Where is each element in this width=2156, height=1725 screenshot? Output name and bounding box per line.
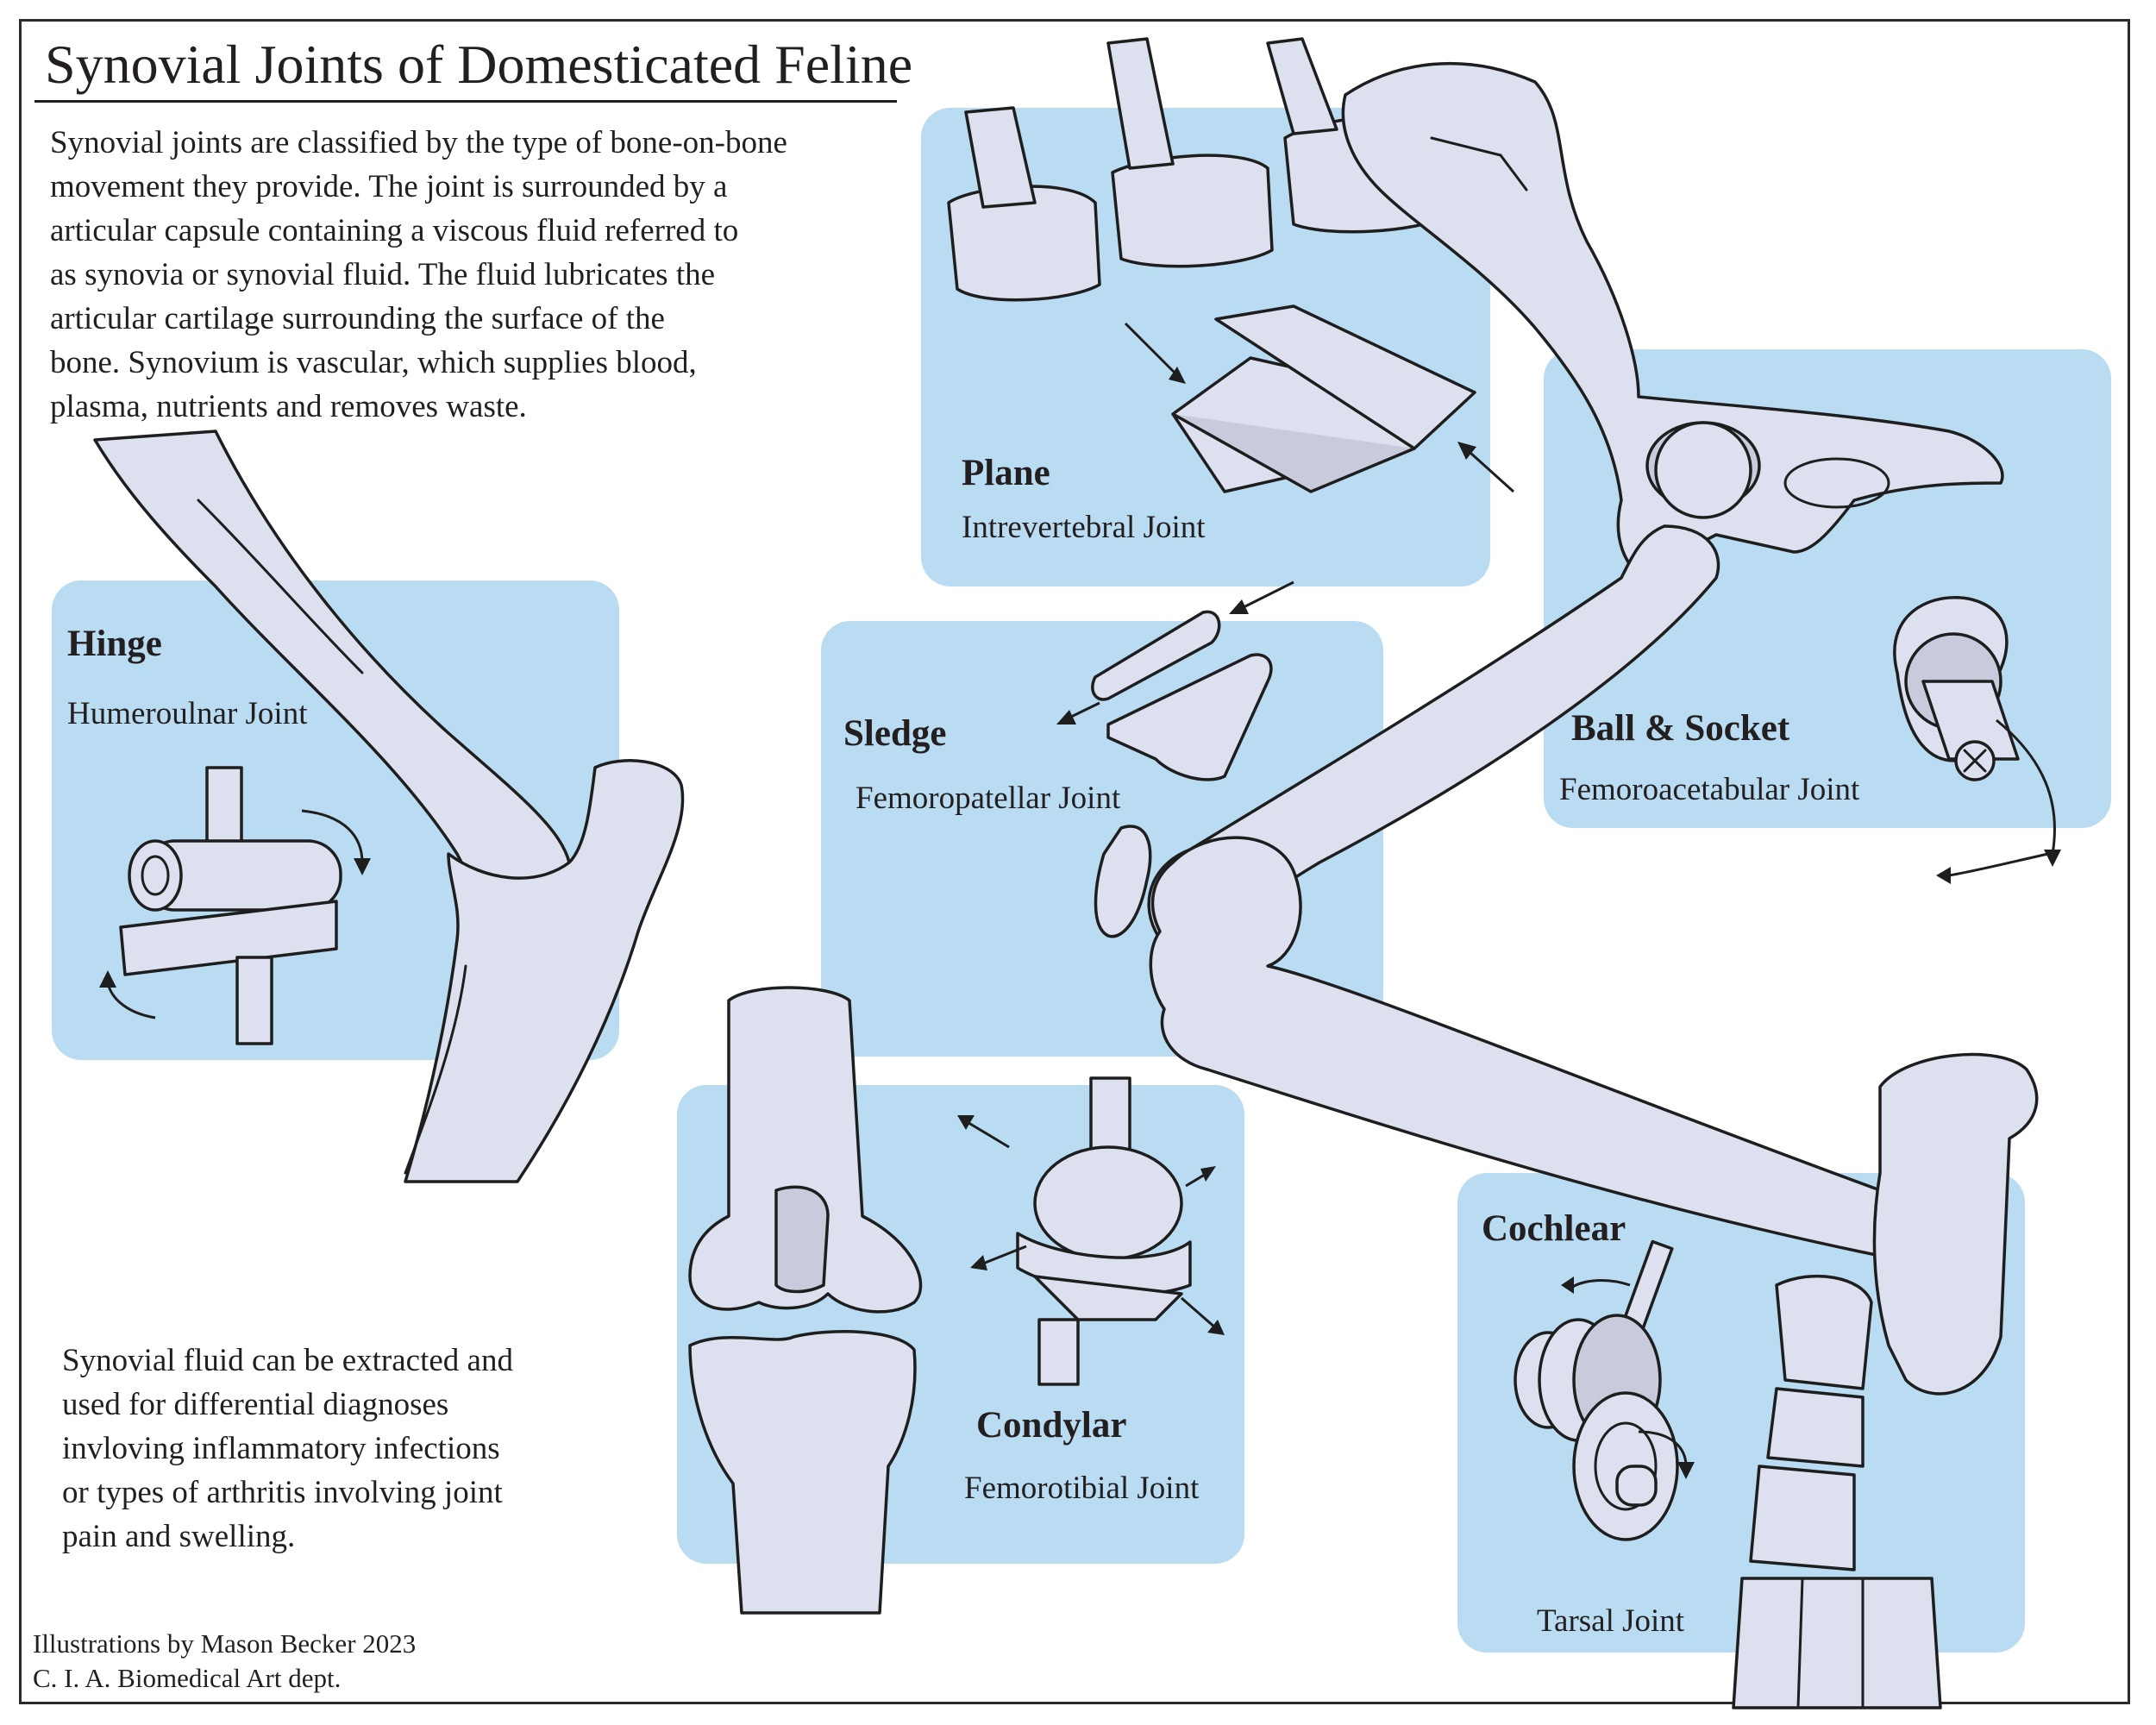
footnote-line: used for differential diagnoses bbox=[62, 1387, 449, 1422]
intro-line: Synovial joints are classified by the ty… bbox=[50, 125, 787, 160]
sledge-model-illustration bbox=[1056, 580, 1294, 781]
intro-line: movement they provide. The joint is surr… bbox=[50, 169, 728, 204]
footnote-line: or types of arthritis involving joint bbox=[62, 1475, 503, 1510]
hinge-joint-name: Humeroulnar Joint bbox=[67, 696, 308, 731]
humerus-bone-illustration bbox=[93, 430, 573, 913]
cochlear-type-label: Cochlear bbox=[1482, 1208, 1626, 1249]
plane-model-illustration bbox=[1124, 304, 1515, 493]
condylar-joint-name: Femorotibial Joint bbox=[964, 1471, 1200, 1506]
condylar-type-label: Condylar bbox=[976, 1405, 1127, 1446]
ball-socket-model-illustration bbox=[1893, 596, 2061, 884]
patella-illustration bbox=[1094, 825, 1152, 938]
plane-type-label: Plane bbox=[962, 453, 1050, 493]
ulna-radius-bone-illustration bbox=[404, 759, 685, 1183]
condylar-femur-illustration bbox=[688, 986, 923, 1314]
illustrator-credit: Illustrations by Mason Becker 2023 bbox=[33, 1628, 417, 1659]
cochlear-model-illustration bbox=[1514, 1239, 1695, 1541]
intro-line: plasma, nutrients and removes waste. bbox=[50, 389, 527, 424]
footnote-line: Synovial fluid can be extracted and bbox=[62, 1343, 513, 1378]
cochlear-joint-name: Tarsal Joint bbox=[1537, 1603, 1685, 1639]
title-underline bbox=[34, 100, 897, 103]
hinge-model-illustration bbox=[99, 766, 371, 1045]
intro-line: articular cartilage surrounding the surf… bbox=[50, 301, 665, 336]
hinge-type-label: Hinge bbox=[67, 624, 162, 664]
tarsal-bones-illustration bbox=[1732, 1052, 2039, 1709]
footnote-line: pain and swelling. bbox=[62, 1519, 296, 1554]
condylar-tibia-illustration bbox=[688, 1330, 917, 1615]
intro-line: bone. Synovium is vascular, which suppli… bbox=[50, 345, 697, 380]
page-title: Synovial Joints of Domesticated Feline bbox=[45, 34, 913, 95]
footnote-line: invloving inflammatory infections bbox=[62, 1431, 500, 1466]
intro-line: articular capsule containing a viscous f… bbox=[50, 213, 739, 248]
femur-illustration bbox=[1147, 421, 1752, 964]
department-credit: C. I. A. Biomedical Art dept. bbox=[33, 1663, 342, 1693]
intro-line: as synovia or synovial fluid. The fluid … bbox=[50, 257, 716, 292]
knee-tibia-illustration bbox=[1149, 836, 1915, 1261]
ball-socket-type-label: Ball & Socket bbox=[1571, 708, 1790, 749]
page-border bbox=[19, 19, 2130, 1704]
ball-socket-joint-name: Femoroacetabular Joint bbox=[1559, 772, 1860, 807]
sledge-joint-name: Femoropatellar Joint bbox=[856, 781, 1121, 816]
condylar-model-illustration bbox=[957, 1076, 1225, 1386]
sledge-type-label: Sledge bbox=[843, 713, 947, 754]
plane-joint-name: Intrevertebral Joint bbox=[962, 510, 1206, 545]
